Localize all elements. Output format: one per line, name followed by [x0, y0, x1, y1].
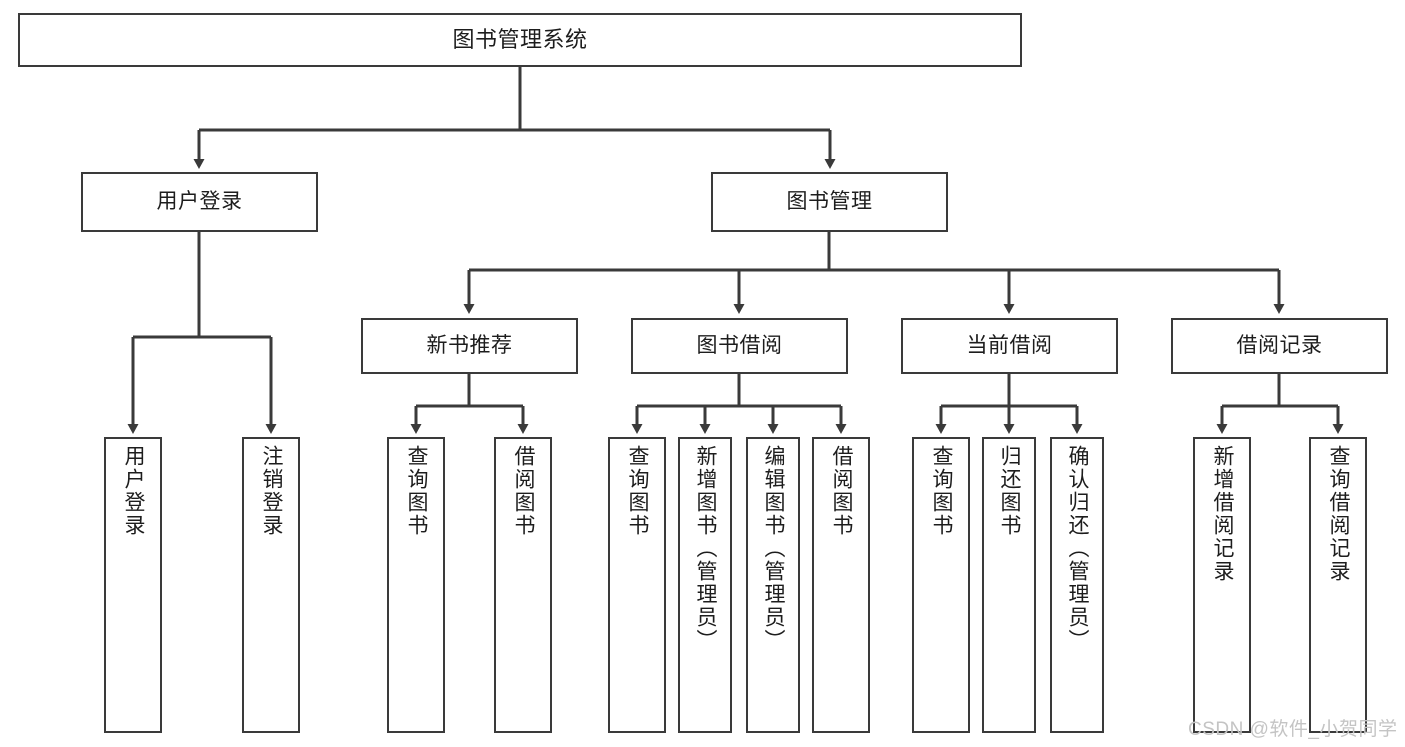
leaf-current-query-book[interactable]: 查询图书 [912, 437, 970, 733]
node-label: 查询图书 [405, 445, 429, 537]
node-label: 新书推荐 [426, 333, 513, 357]
node-label: 图书管理 [786, 189, 873, 213]
node-label: 查询图书 [930, 445, 954, 537]
leaf-borrow-add-book-admin[interactable]: 新增图书（管理员） [678, 437, 732, 733]
node-label: 当前借阅 [966, 333, 1053, 357]
node-label: 图书借阅 [696, 333, 783, 357]
node-label: 查询借阅记录 [1327, 445, 1351, 583]
leaf-borrow-edit-book-admin[interactable]: 编辑图书（管理员） [746, 437, 800, 733]
node-label: 借阅图书 [830, 445, 854, 537]
leaf-recommend-query-book[interactable]: 查询图书 [387, 437, 445, 733]
node-label: 新增图书（管理员） [694, 445, 718, 652]
leaf-borrow-borrow-book[interactable]: 借阅图书 [812, 437, 870, 733]
node-book-borrow[interactable]: 图书借阅 [631, 318, 848, 374]
node-user-login[interactable]: 用户登录 [81, 172, 318, 232]
leaf-current-return-book[interactable]: 归还图书 [982, 437, 1036, 733]
node-label: 借阅记录 [1236, 333, 1323, 357]
node-label: 确认归还（管理员） [1066, 445, 1090, 652]
node-new-book-recommend[interactable]: 新书推荐 [361, 318, 578, 374]
node-current-borrow[interactable]: 当前借阅 [901, 318, 1118, 374]
node-book-management[interactable]: 图书管理 [711, 172, 948, 232]
node-label: 新增借阅记录 [1211, 445, 1235, 583]
leaf-record-query-record[interactable]: 查询借阅记录 [1309, 437, 1367, 733]
node-label: 注销登录 [260, 445, 284, 537]
node-borrow-record[interactable]: 借阅记录 [1171, 318, 1388, 374]
node-label: 用户登录 [122, 445, 146, 537]
leaf-recommend-borrow-book[interactable]: 借阅图书 [494, 437, 552, 733]
leaf-user-login[interactable]: 用户登录 [104, 437, 162, 733]
leaf-user-logout[interactable]: 注销登录 [242, 437, 300, 733]
node-label: 编辑图书（管理员） [762, 445, 786, 652]
watermark-text: CSDN @软件_小贺同学 [1188, 719, 1398, 740]
leaf-current-confirm-return-admin[interactable]: 确认归还（管理员） [1050, 437, 1104, 733]
node-root-system[interactable]: 图书管理系统 [18, 13, 1022, 67]
node-label: 图书管理系统 [452, 27, 588, 53]
node-label: 用户登录 [156, 189, 243, 213]
node-label: 归还图书 [998, 445, 1022, 537]
node-label: 借阅图书 [512, 445, 536, 537]
leaf-record-add-record[interactable]: 新增借阅记录 [1193, 437, 1251, 733]
leaf-borrow-query-book[interactable]: 查询图书 [608, 437, 666, 733]
node-label: 查询图书 [626, 445, 650, 537]
